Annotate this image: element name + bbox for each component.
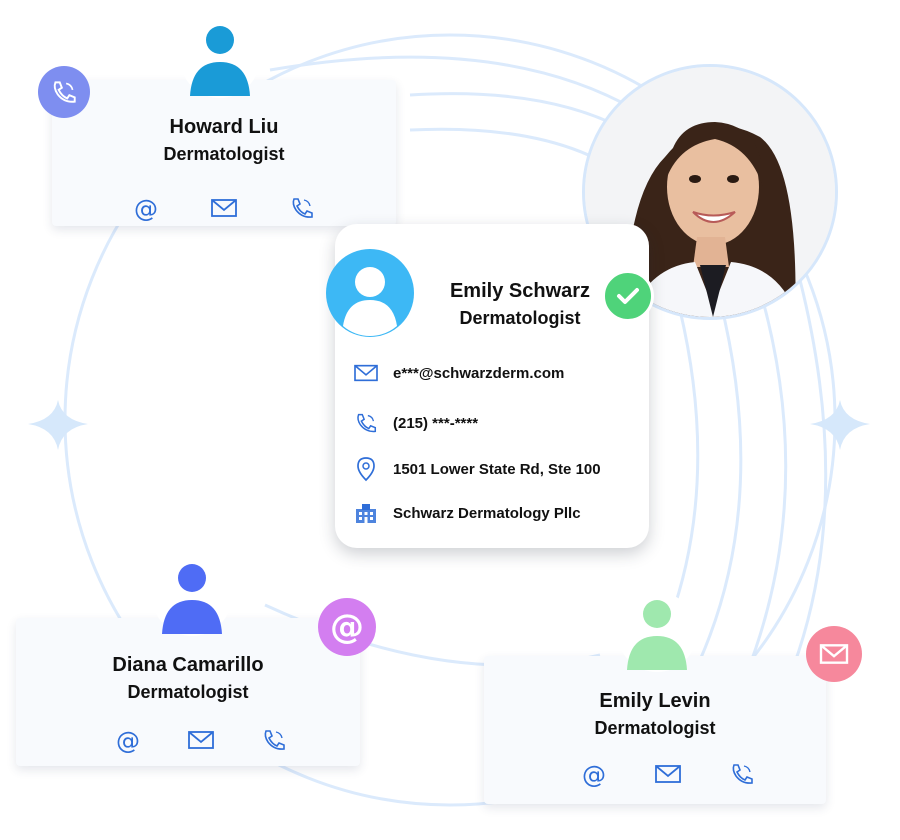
address-text: 1501 Lower State Rd, Ste 100 [393, 460, 601, 478]
avatar-howard [180, 18, 260, 102]
mail-icon[interactable] [654, 762, 682, 786]
phone-text: (215) ***-**** [393, 414, 479, 432]
svg-text:@: @ [582, 762, 606, 788]
phone-icon[interactable] [260, 728, 288, 752]
mail-icon[interactable] [187, 728, 215, 752]
contact-name: Emily Levin [599, 690, 711, 712]
svg-text:@: @ [116, 728, 140, 754]
company-row[interactable]: Schwarz Dermatology Pllc [353, 500, 581, 526]
at-icon[interactable]: @ [132, 195, 160, 223]
at-icon[interactable]: @ [114, 727, 142, 755]
user-icon [152, 556, 232, 636]
at-icon: @ [330, 607, 364, 647]
phone-icon [353, 410, 379, 436]
phone-row[interactable]: (215) ***-**** [353, 410, 478, 436]
email-row[interactable]: e***@schwarzderm.com [353, 360, 564, 386]
avatar-diana [152, 556, 232, 640]
contact-title: Dermatologist [163, 144, 285, 164]
contact-name: Howard Liu [169, 116, 279, 138]
sparkle-left [28, 400, 88, 450]
at-badge: @ [318, 598, 376, 656]
mail-icon[interactable] [210, 196, 238, 220]
avatar-levin [617, 592, 697, 676]
contact-title: Dermatologist [594, 718, 716, 738]
user-icon [180, 18, 260, 98]
user-icon [326, 249, 414, 337]
mail-icon [819, 644, 849, 664]
contact-card-howard[interactable]: Howard Liu Dermatologist @ [52, 80, 396, 226]
check-icon [617, 288, 639, 304]
phone-icon[interactable] [288, 196, 316, 220]
building-icon [353, 500, 379, 526]
verified-badge [602, 270, 654, 322]
avatar-main [325, 248, 415, 338]
user-icon [617, 592, 697, 672]
company-text: Schwarz Dermatology Pllc [393, 504, 581, 522]
phone-icon [53, 81, 76, 103]
contact-card-levin[interactable]: Emily Levin Dermatologist @ [484, 656, 826, 804]
at-icon[interactable]: @ [580, 761, 608, 789]
address-row[interactable]: 1501 Lower State Rd, Ste 100 [353, 456, 601, 482]
svg-text:@: @ [134, 196, 158, 222]
main-contact-name: Emily Schwarz [449, 280, 591, 302]
svg-text:@: @ [330, 607, 364, 647]
email-text: e***@schwarzderm.com [393, 364, 565, 382]
mail-icon [353, 360, 379, 386]
location-icon [353, 456, 379, 482]
main-contact-title: Dermatologist [459, 308, 581, 328]
mail-badge [806, 626, 862, 682]
phone-badge [38, 66, 90, 118]
sparkle-right [810, 400, 870, 450]
phone-icon[interactable] [728, 762, 756, 786]
contact-title: Dermatologist [127, 682, 249, 702]
contact-card-diana[interactable]: Diana Camarillo Dermatologist @ [16, 618, 360, 766]
contact-name: Diana Camarillo [112, 654, 264, 676]
